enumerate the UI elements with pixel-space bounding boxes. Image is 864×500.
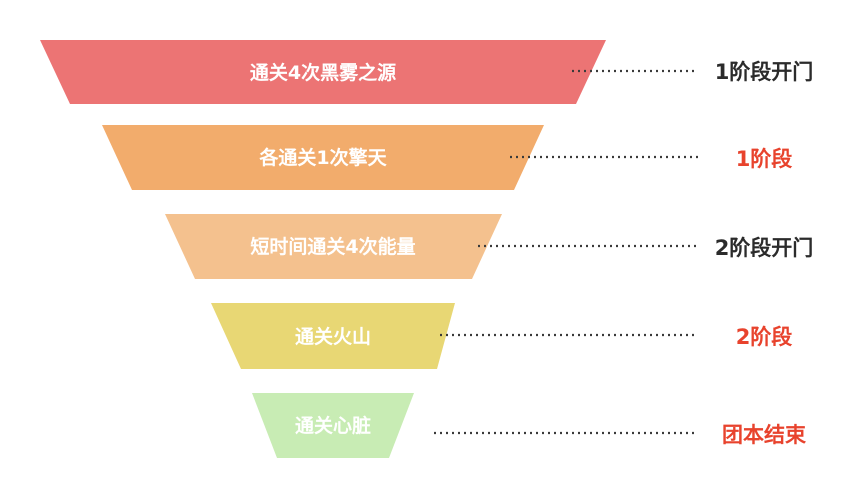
- stage-label-4: 2阶段: [735, 325, 793, 349]
- funnel-tier-1: 通关4次黑雾之源: [40, 40, 694, 104]
- funnel-tier-1-label: 通关4次黑雾之源: [250, 61, 396, 84]
- stage-label-2: 1阶段: [735, 147, 793, 171]
- funnel-tier-2: 各通关1次擎天: [102, 125, 700, 190]
- funnel-tier-4: 通关火山: [211, 303, 698, 369]
- stage-label-5: 团本结束: [722, 423, 806, 447]
- funnel-tier-5-label: 通关心脏: [295, 414, 371, 437]
- funnel-tier-3: 短时间通关4次能量: [165, 214, 698, 279]
- funnel-tier-4-shape: [211, 303, 455, 369]
- stage-label-3: 2阶段开门: [714, 236, 814, 260]
- funnel-tier-2-shape: [102, 125, 544, 190]
- funnel-tier-3-shape: [165, 214, 502, 279]
- funnel-tier-4-label: 通关火山: [295, 325, 371, 348]
- funnel-tier-2-label: 各通关1次擎天: [258, 146, 387, 169]
- stage-label-1: 1阶段开门: [714, 60, 814, 84]
- funnel-tier-5-shape: [252, 393, 414, 458]
- funnel-tier-3-label: 短时间通关4次能量: [250, 235, 415, 258]
- funnel-tier-5: 通关心脏: [252, 393, 698, 458]
- funnel-tier-1-shape: [40, 40, 606, 104]
